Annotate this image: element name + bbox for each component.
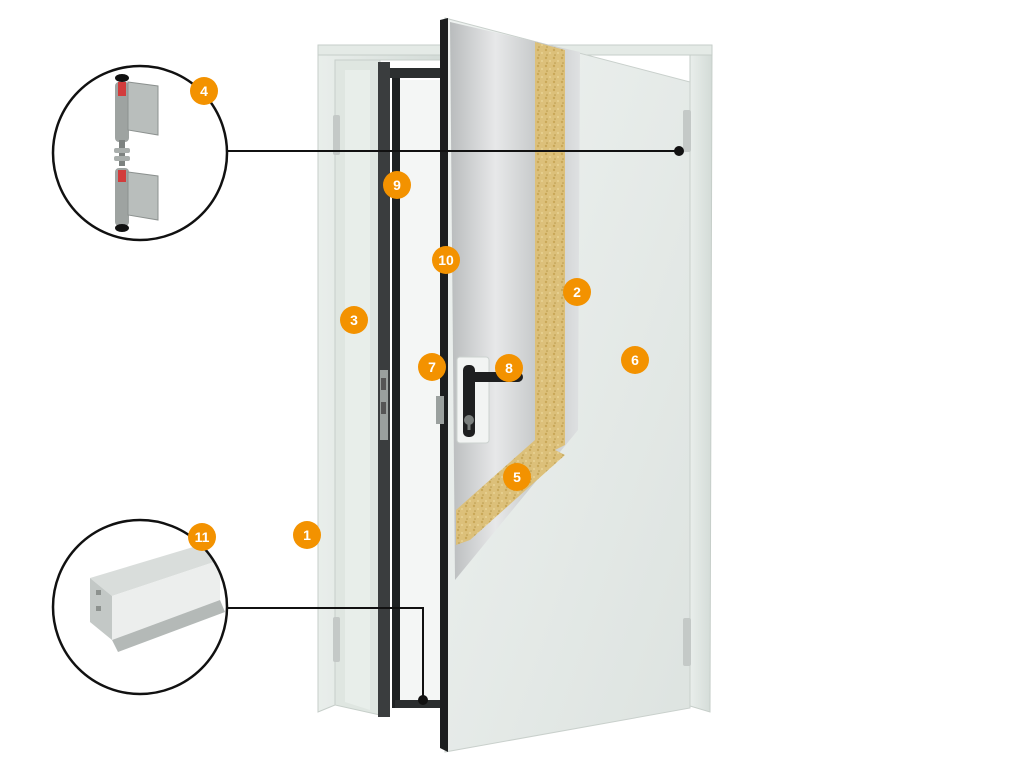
callout-marker-7: 7	[418, 353, 446, 381]
leader-dot-threshold	[418, 695, 428, 705]
callout-marker-2: 2	[563, 278, 591, 306]
frame-seal	[378, 62, 445, 717]
callout-marker-10: 10	[432, 246, 460, 274]
leader-dot-hinge	[674, 146, 684, 156]
svg-text:3: 3	[350, 312, 358, 328]
callout-marker-8: 8	[495, 354, 523, 382]
insulation-edge	[456, 440, 565, 545]
callout-marker-1: 1	[293, 521, 321, 549]
svg-text:9: 9	[393, 177, 401, 193]
door-handle	[436, 356, 523, 444]
hinge-detail-inset	[51, 64, 229, 242]
svg-text:4: 4	[200, 83, 208, 99]
callout-marker-6: 6	[621, 346, 649, 374]
callout-marker-9: 9	[383, 171, 411, 199]
svg-text:5: 5	[513, 469, 521, 485]
svg-text:8: 8	[505, 360, 513, 376]
callout-marker-5: 5	[503, 463, 531, 491]
leader-lines	[228, 150, 679, 700]
svg-text:1: 1	[303, 527, 311, 543]
callout-marker-11: 11	[188, 523, 216, 551]
svg-text:11: 11	[195, 529, 210, 545]
callout-marker-4: 4	[190, 77, 218, 105]
profile-detail-inset	[51, 518, 229, 696]
insulation-core	[535, 42, 565, 460]
svg-text:2: 2	[573, 284, 581, 300]
svg-text:10: 10	[438, 252, 454, 268]
svg-text:7: 7	[428, 359, 436, 375]
svg-text:6: 6	[631, 352, 639, 368]
callout-marker-3: 3	[340, 306, 368, 334]
